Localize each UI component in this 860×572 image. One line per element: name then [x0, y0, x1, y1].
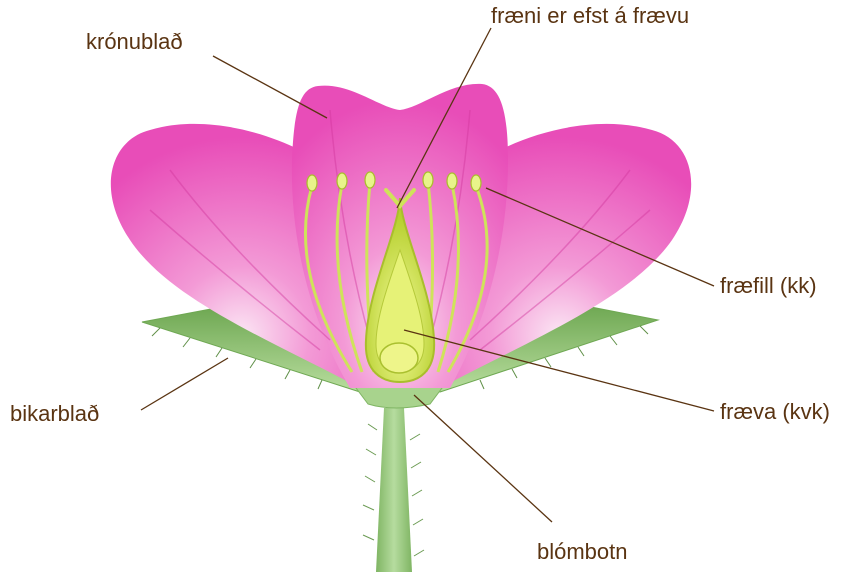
- ovule: [380, 343, 418, 373]
- label-sepal: bikarblað: [10, 402, 99, 426]
- stem: [363, 408, 424, 572]
- label-stigma: fræni er efst á frævu: [491, 4, 689, 28]
- label-receptacle: blómbotn: [537, 540, 628, 564]
- label-pistil: fræva (kvk): [720, 400, 830, 424]
- label-petal: krónublað: [86, 30, 183, 54]
- label-stamen: fræfill (kk): [720, 274, 817, 298]
